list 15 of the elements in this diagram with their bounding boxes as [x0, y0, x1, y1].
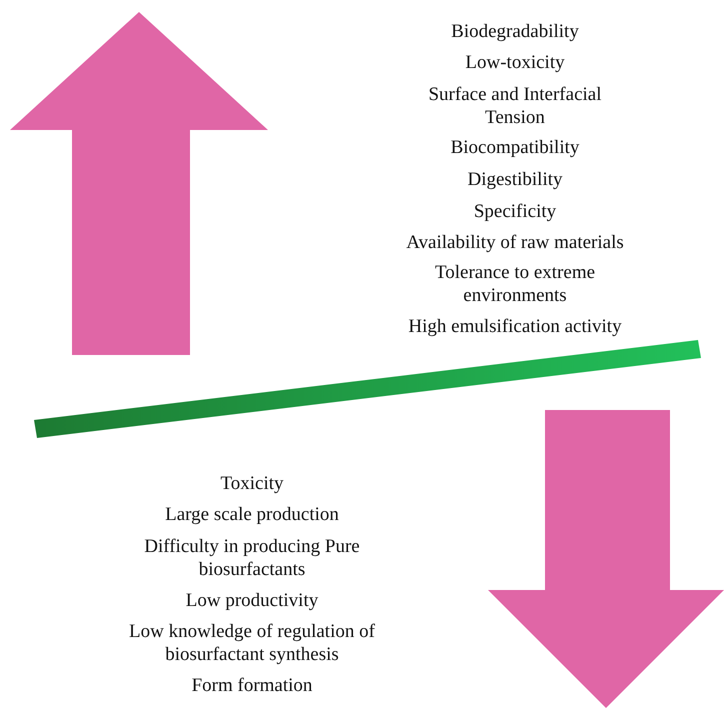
property-text: Biocompatibility: [450, 136, 580, 159]
property-text: Form formation: [190, 674, 314, 697]
property-text: Low productivity: [184, 589, 320, 612]
property-text: Biodegradability: [450, 20, 580, 43]
property-text: Low knowledge of regulation of biosurfactant synthesis: [128, 620, 376, 666]
property-text: Tolerance to extreme environments: [434, 261, 596, 307]
property-text: Surface and Interfacial Tension: [427, 83, 602, 129]
property-text: Large scale production: [164, 503, 340, 526]
property-text: Specificity: [472, 200, 558, 223]
property-text: Difficulty in producing Pure biosurfactants: [143, 535, 361, 581]
property-text: Availability of raw materials: [405, 231, 625, 254]
property-text: Low-toxicity: [464, 51, 566, 74]
property-text: High emulsification activity: [407, 315, 623, 338]
property-text: Toxicity: [219, 472, 285, 495]
property-text: Digestibility: [466, 168, 564, 191]
